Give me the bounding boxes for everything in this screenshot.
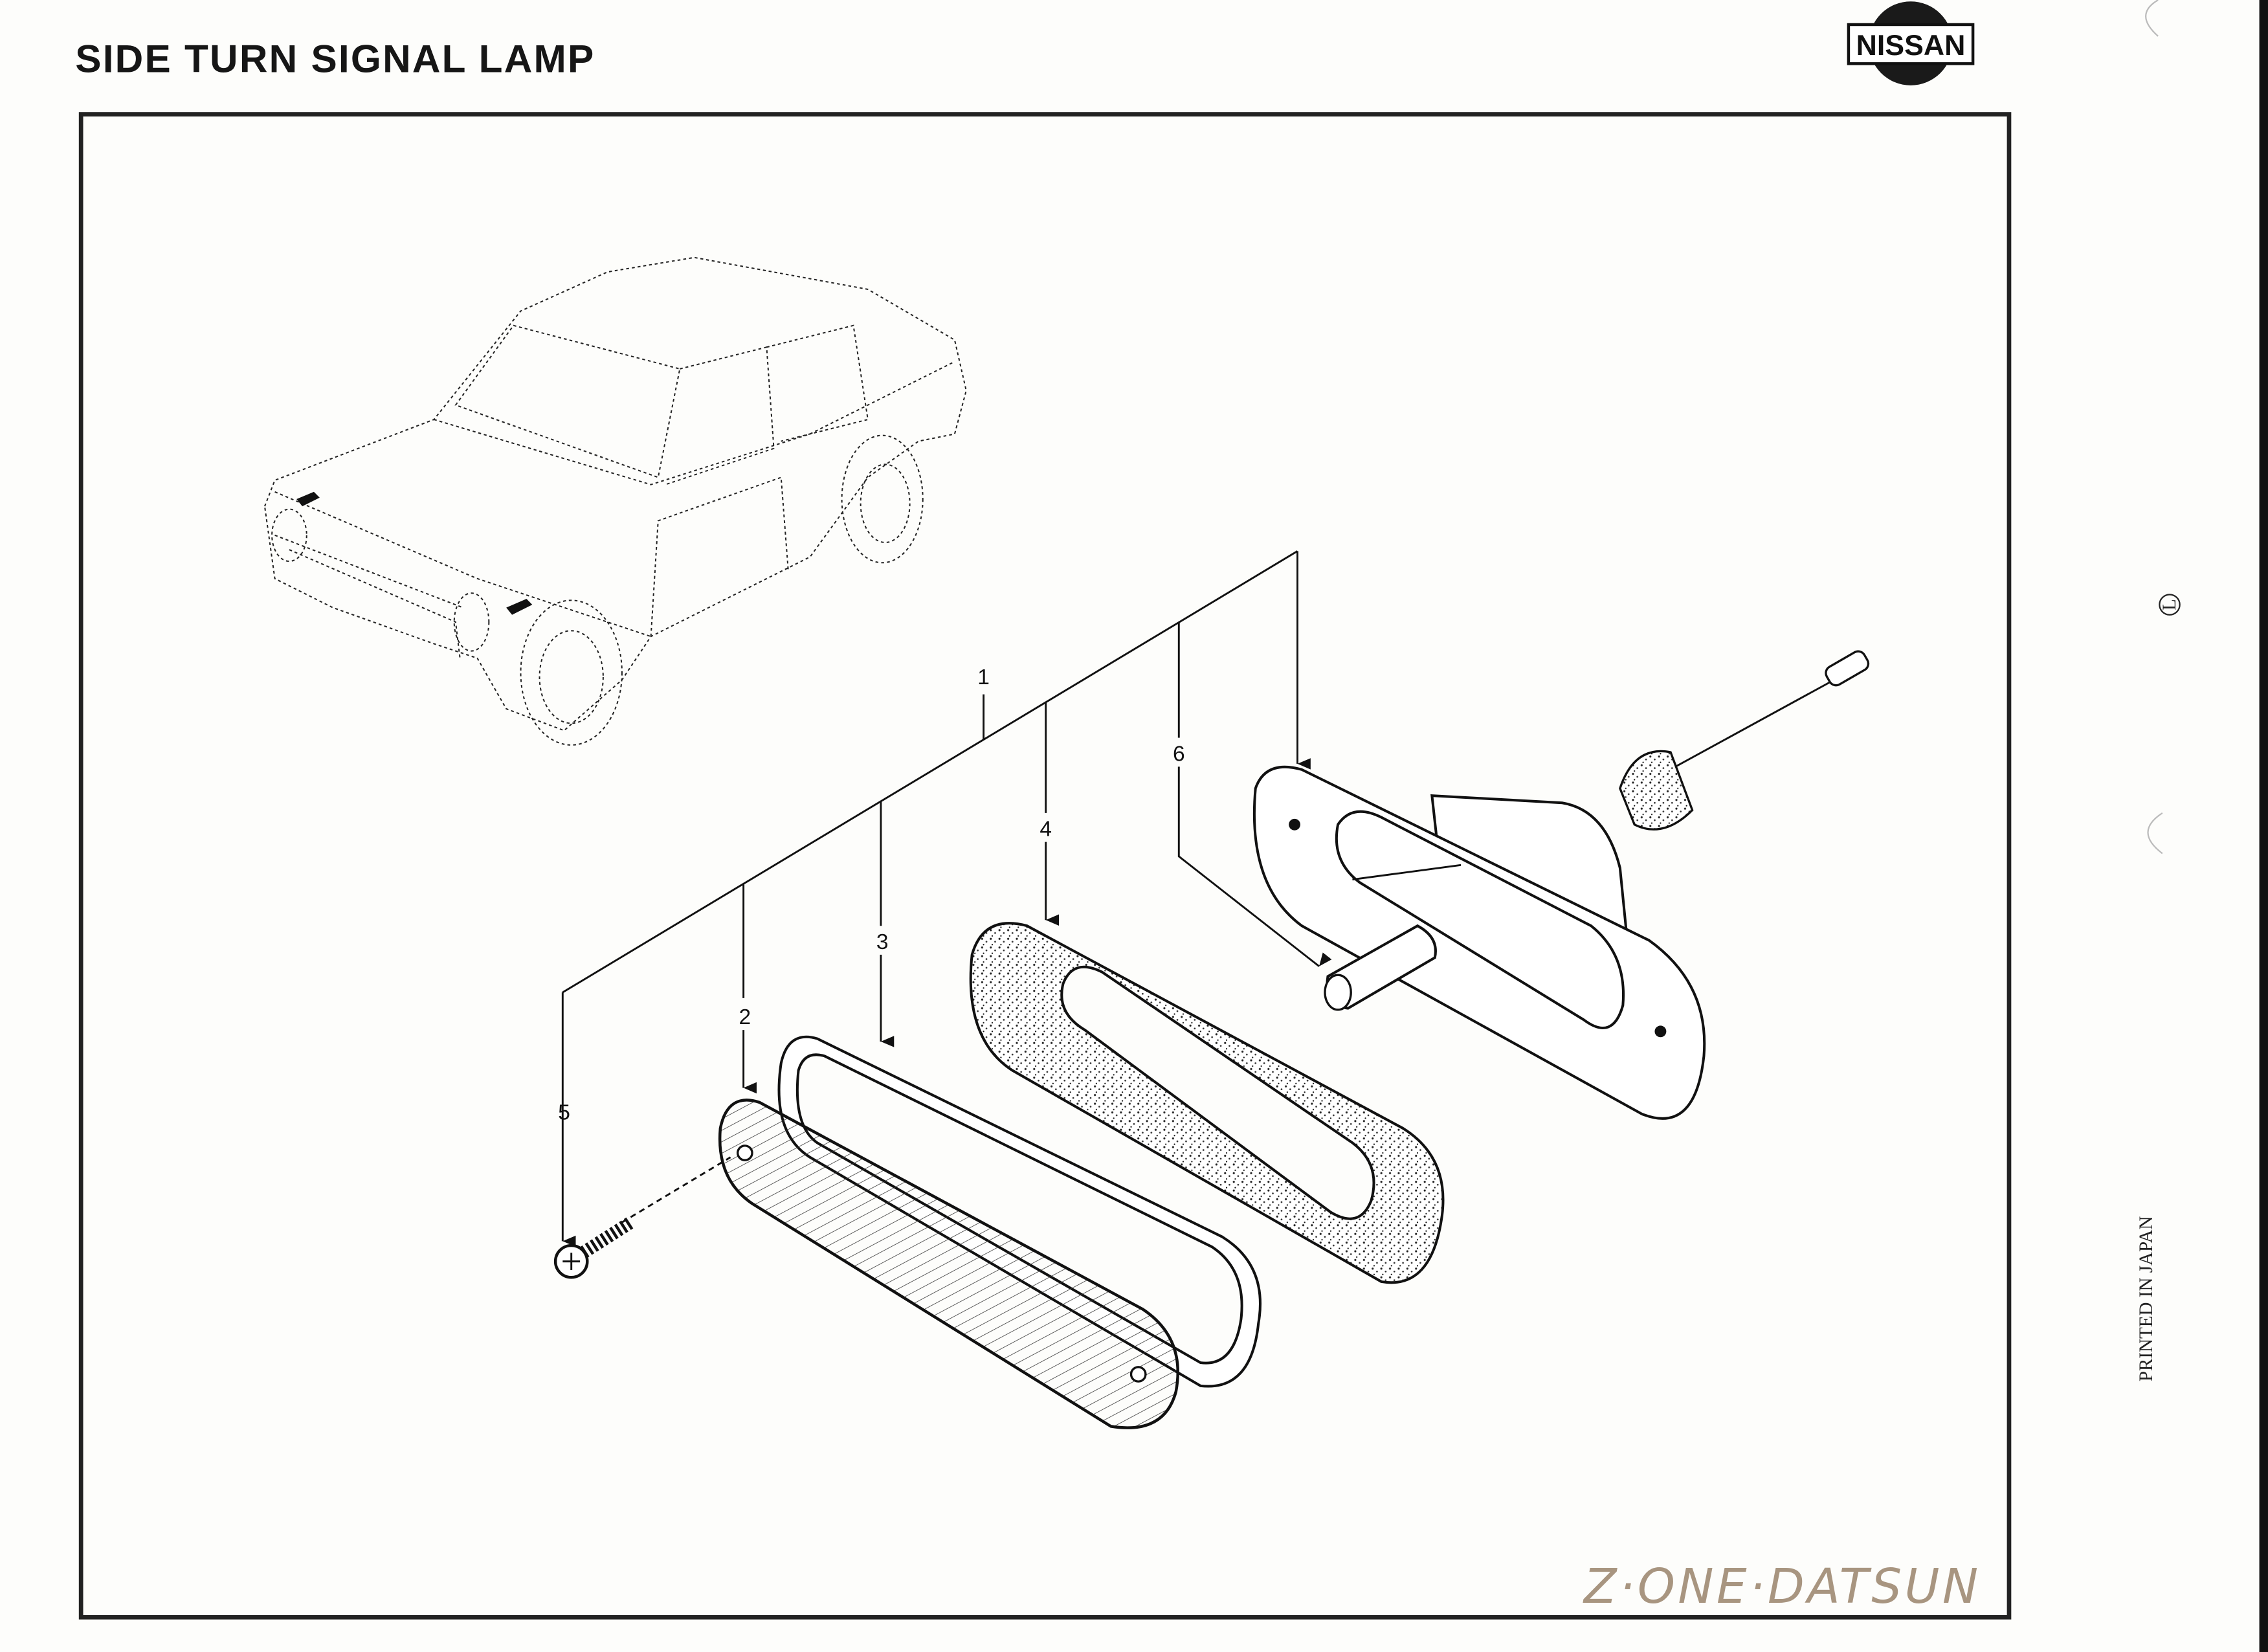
callout-3: 3 [876, 930, 889, 954]
callout-4: 4 [1040, 818, 1052, 842]
scan-edge [2259, 0, 2268, 1652]
punch-hole-top [2145, 0, 2159, 37]
circle-l-text: L [2159, 599, 2180, 610]
diagram-frame [78, 112, 2012, 1620]
callout-5: 5 [558, 1101, 570, 1125]
part-lamp-housing [1252, 650, 1870, 1120]
car-illustration [263, 256, 967, 746]
part-lens [718, 1099, 1179, 1429]
callout-1: 1 [977, 665, 990, 689]
part-gasket-outer [969, 922, 1445, 1284]
callout-6: 6 [1173, 742, 1185, 766]
printed-in-japan: PRINTED IN JAPAN [2136, 1216, 2157, 1382]
nissan-logo: NISSAN [1847, 1, 1975, 85]
circle-l-mark: L [2159, 594, 2181, 616]
logo-text: NISSAN [1856, 30, 1966, 61]
page-title: SIDE TURN SIGNAL LAMP [75, 37, 595, 81]
watermark: Z·ONE·DATSUN [1583, 1559, 1981, 1614]
callout-2: 2 [739, 1005, 751, 1029]
punch-hole [2147, 812, 2163, 854]
part-screw [553, 1216, 634, 1279]
callout-leaders [561, 550, 1332, 1247]
